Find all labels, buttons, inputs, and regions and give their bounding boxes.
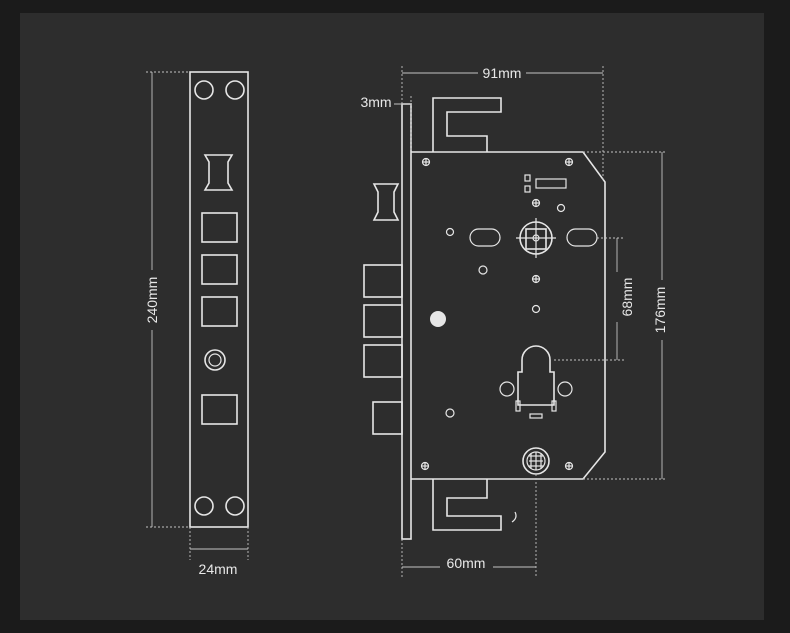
strike-plate-outline xyxy=(189,71,249,528)
dimension-68: 68mm xyxy=(554,237,635,361)
dimension-240: 240mm xyxy=(144,71,190,528)
small-hole-left xyxy=(445,227,455,237)
dimension-60: 60mm xyxy=(401,474,537,578)
bolt-opening-1 xyxy=(201,212,238,243)
screw-middle xyxy=(531,274,541,284)
cylinder-hole-left xyxy=(499,381,515,397)
faceplate-thickness-label: 3mm xyxy=(360,94,391,110)
bolt-opening-3 xyxy=(201,296,238,327)
hub-slot-left xyxy=(469,228,501,247)
bottom-bracket xyxy=(432,479,502,531)
switch-mark-2 xyxy=(524,185,531,193)
small-hole-center xyxy=(531,304,541,314)
deadbolt-1 xyxy=(363,264,403,298)
strike-height-label: 240mm xyxy=(144,277,160,324)
strike-plate xyxy=(189,71,249,528)
dimension-176: 176mm xyxy=(583,151,668,480)
screw-top-left xyxy=(421,157,431,167)
top-bracket xyxy=(432,97,502,152)
faceplate xyxy=(401,103,412,540)
strike-round-hole-outer xyxy=(204,349,226,371)
strike-screw-hole-bottom-right xyxy=(225,496,245,516)
handle-cylinder-distance-label: 68mm xyxy=(619,278,635,317)
screw-bottom-right xyxy=(564,461,574,471)
cylinder-tab-left xyxy=(515,400,521,412)
switch-slot xyxy=(535,178,567,189)
depth-label: 91mm xyxy=(483,65,522,81)
auxiliary-bolt xyxy=(372,401,403,435)
strike-round-hole-inner xyxy=(208,353,222,367)
case-height-label: 176mm xyxy=(652,287,668,334)
screw-top-right xyxy=(564,157,574,167)
bottom-tick xyxy=(511,511,517,523)
dimension-3: 3mm xyxy=(360,94,412,152)
strike-width-label: 24mm xyxy=(199,561,238,577)
latch-opening xyxy=(203,154,234,191)
dimension-91: 91mm xyxy=(401,65,604,182)
cylinder-bottom-slot xyxy=(529,413,543,419)
screw-bottom-left xyxy=(420,461,430,471)
cylinder-cutout xyxy=(517,345,555,406)
locking-knob xyxy=(430,311,446,327)
bolt-opening-2 xyxy=(201,254,238,285)
strike-screw-hole-top-right xyxy=(225,80,245,100)
cylinder-hole-right xyxy=(557,381,573,397)
hub-slot-right xyxy=(566,228,598,247)
diagram-panel xyxy=(20,13,764,620)
lock-case-outline xyxy=(411,151,606,480)
strike-screw-hole-bottom-left xyxy=(194,496,214,516)
small-hole-top-right xyxy=(556,203,566,213)
bolt-opening-4 xyxy=(201,394,238,425)
strike-screw-hole-top-left xyxy=(194,80,214,100)
latch-bolt xyxy=(372,183,400,221)
backset-label: 60mm xyxy=(447,555,486,571)
deadbolt-2 xyxy=(363,304,403,338)
small-hole-mid-left xyxy=(478,265,488,275)
deadbolt-3 xyxy=(363,344,403,378)
switch-mark-1 xyxy=(524,174,531,182)
dimension-24: 24mm xyxy=(189,527,249,577)
lock-body xyxy=(363,97,606,540)
bottom-gear xyxy=(522,447,550,475)
small-hole-lower-left xyxy=(445,408,455,418)
spindle-center xyxy=(532,234,540,242)
cylinder-tab-right xyxy=(551,400,557,412)
screw-switch xyxy=(531,198,541,208)
